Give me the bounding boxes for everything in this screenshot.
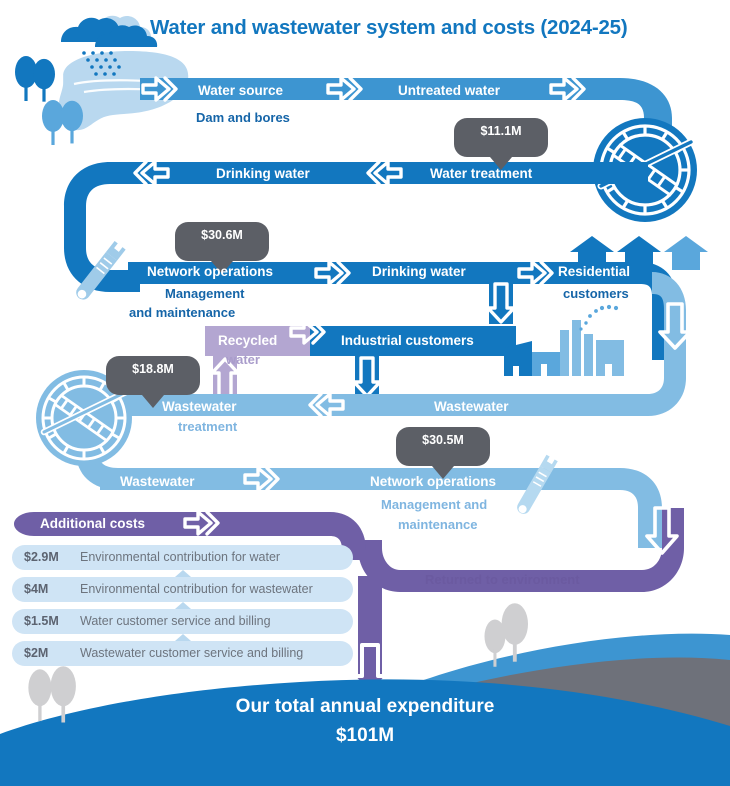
cost-amount: $2M <box>24 646 49 660</box>
smoke-icon <box>579 304 619 331</box>
label-additional-costs: Additional costs <box>40 516 146 531</box>
cloud-rain-icon <box>61 15 158 47</box>
raindrops-icon <box>82 51 121 76</box>
cost-amount: $4M <box>24 582 49 596</box>
additional-cost-row: $4M Environmental contribution for waste… <box>12 577 353 602</box>
wrench-icon <box>517 454 558 514</box>
additional-cost-row: $1.5M Water customer service and billing <box>12 609 353 634</box>
cost-bubble-shape <box>106 118 548 479</box>
factory-icon <box>504 320 624 376</box>
industrial-customers-bar <box>310 326 516 356</box>
label-network-operations-ww-sub1: Management and <box>381 497 488 512</box>
cost-value: $30.6M <box>201 228 243 242</box>
network-operations-wastewater-cost: $30.5M <box>396 427 490 453</box>
total-expenditure-label: Our total annual expenditure <box>235 696 495 717</box>
label-recycled-water: Recycled <box>218 333 278 348</box>
row2-flow-bar <box>64 162 648 292</box>
row3-flow-bar <box>128 262 676 360</box>
label-wastewater-return: Wastewater <box>434 399 509 414</box>
label-treated-wastewater: Treated wastewater <box>442 552 567 567</box>
label-water-source-sub: Dam and bores <box>196 110 290 125</box>
arrow-down-icon <box>486 282 516 324</box>
arrow-down-icon <box>645 506 679 555</box>
label-drinking-water-return: Drinking water <box>216 166 310 181</box>
pill-connector-icon <box>175 570 191 641</box>
treated-wastewater-bar <box>358 508 684 592</box>
label-treated-wastewater-sub: Returned to environment <box>425 572 580 587</box>
label-untreated-water: Untreated water <box>398 83 501 98</box>
cost-description: Environmental contribution for water <box>80 550 281 564</box>
arrow-down-icon <box>658 302 692 350</box>
label-drinking-water-out: Drinking water <box>372 264 466 279</box>
label-network-operations-ww: Network operations <box>370 474 497 489</box>
additional-cost-row: $2.9M Environmental contribution for wat… <box>12 545 353 570</box>
arrow-up-icon <box>210 357 240 399</box>
label-network-operations-water-sub2: and maintenance <box>129 305 236 320</box>
water-treatment-cost: $11.1M <box>454 118 548 144</box>
total-expenditure-value: $101M <box>335 725 395 746</box>
cost-description: Water customer service and billing <box>80 614 271 628</box>
network-operations-water-cost: $30.6M <box>175 222 269 248</box>
cost-value: $11.1M <box>480 124 522 138</box>
label-network-operations-water-sub1: Management <box>165 286 245 301</box>
label-industrial-customers: Industrial customers <box>341 333 474 348</box>
label-network-operations-ww-sub2: maintenance <box>398 517 478 532</box>
clarifier-wheel-icon <box>36 370 132 466</box>
wrench-icon <box>76 240 126 300</box>
cost-value: $30.5M <box>422 433 464 447</box>
reservoir-icon <box>58 50 189 131</box>
label-recycled-water-sub: water <box>226 352 260 367</box>
additional-cost-pill <box>12 545 353 666</box>
row1-flow-bar <box>140 78 672 128</box>
water-body <box>0 679 730 786</box>
cost-description: Wastewater customer service and billing <box>80 646 304 660</box>
label-wastewater-treatment: Wastewater <box>162 399 237 414</box>
label-wastewater-out: Wastewater <box>120 474 195 489</box>
label-wastewater-treatment-sub: treatment <box>178 419 238 434</box>
cost-value: $18.8M <box>132 362 174 376</box>
label-network-operations-water: Network operations <box>147 264 274 279</box>
additional-costs-bar <box>14 512 366 560</box>
row6-flow-bar <box>100 468 662 548</box>
wastewater-treatment-cost: $18.8M <box>106 356 200 382</box>
cost-description: Environmental contribution for wastewate… <box>80 582 313 596</box>
page-title: Water and wastewater system and costs (2… <box>150 16 628 39</box>
label-water-source: Water source <box>198 83 284 98</box>
label-residential-customers: Residential <box>558 264 631 279</box>
cost-amount: $2.9M <box>24 550 59 564</box>
cost-amount: $1.5M <box>24 614 59 628</box>
arrow-down-icon <box>352 356 382 398</box>
label-residential-customers-sub: customers <box>563 286 629 301</box>
label-water-treatment: Water treatment <box>430 166 533 181</box>
additional-cost-row: $2M Wastewater customer service and bill… <box>12 641 353 666</box>
